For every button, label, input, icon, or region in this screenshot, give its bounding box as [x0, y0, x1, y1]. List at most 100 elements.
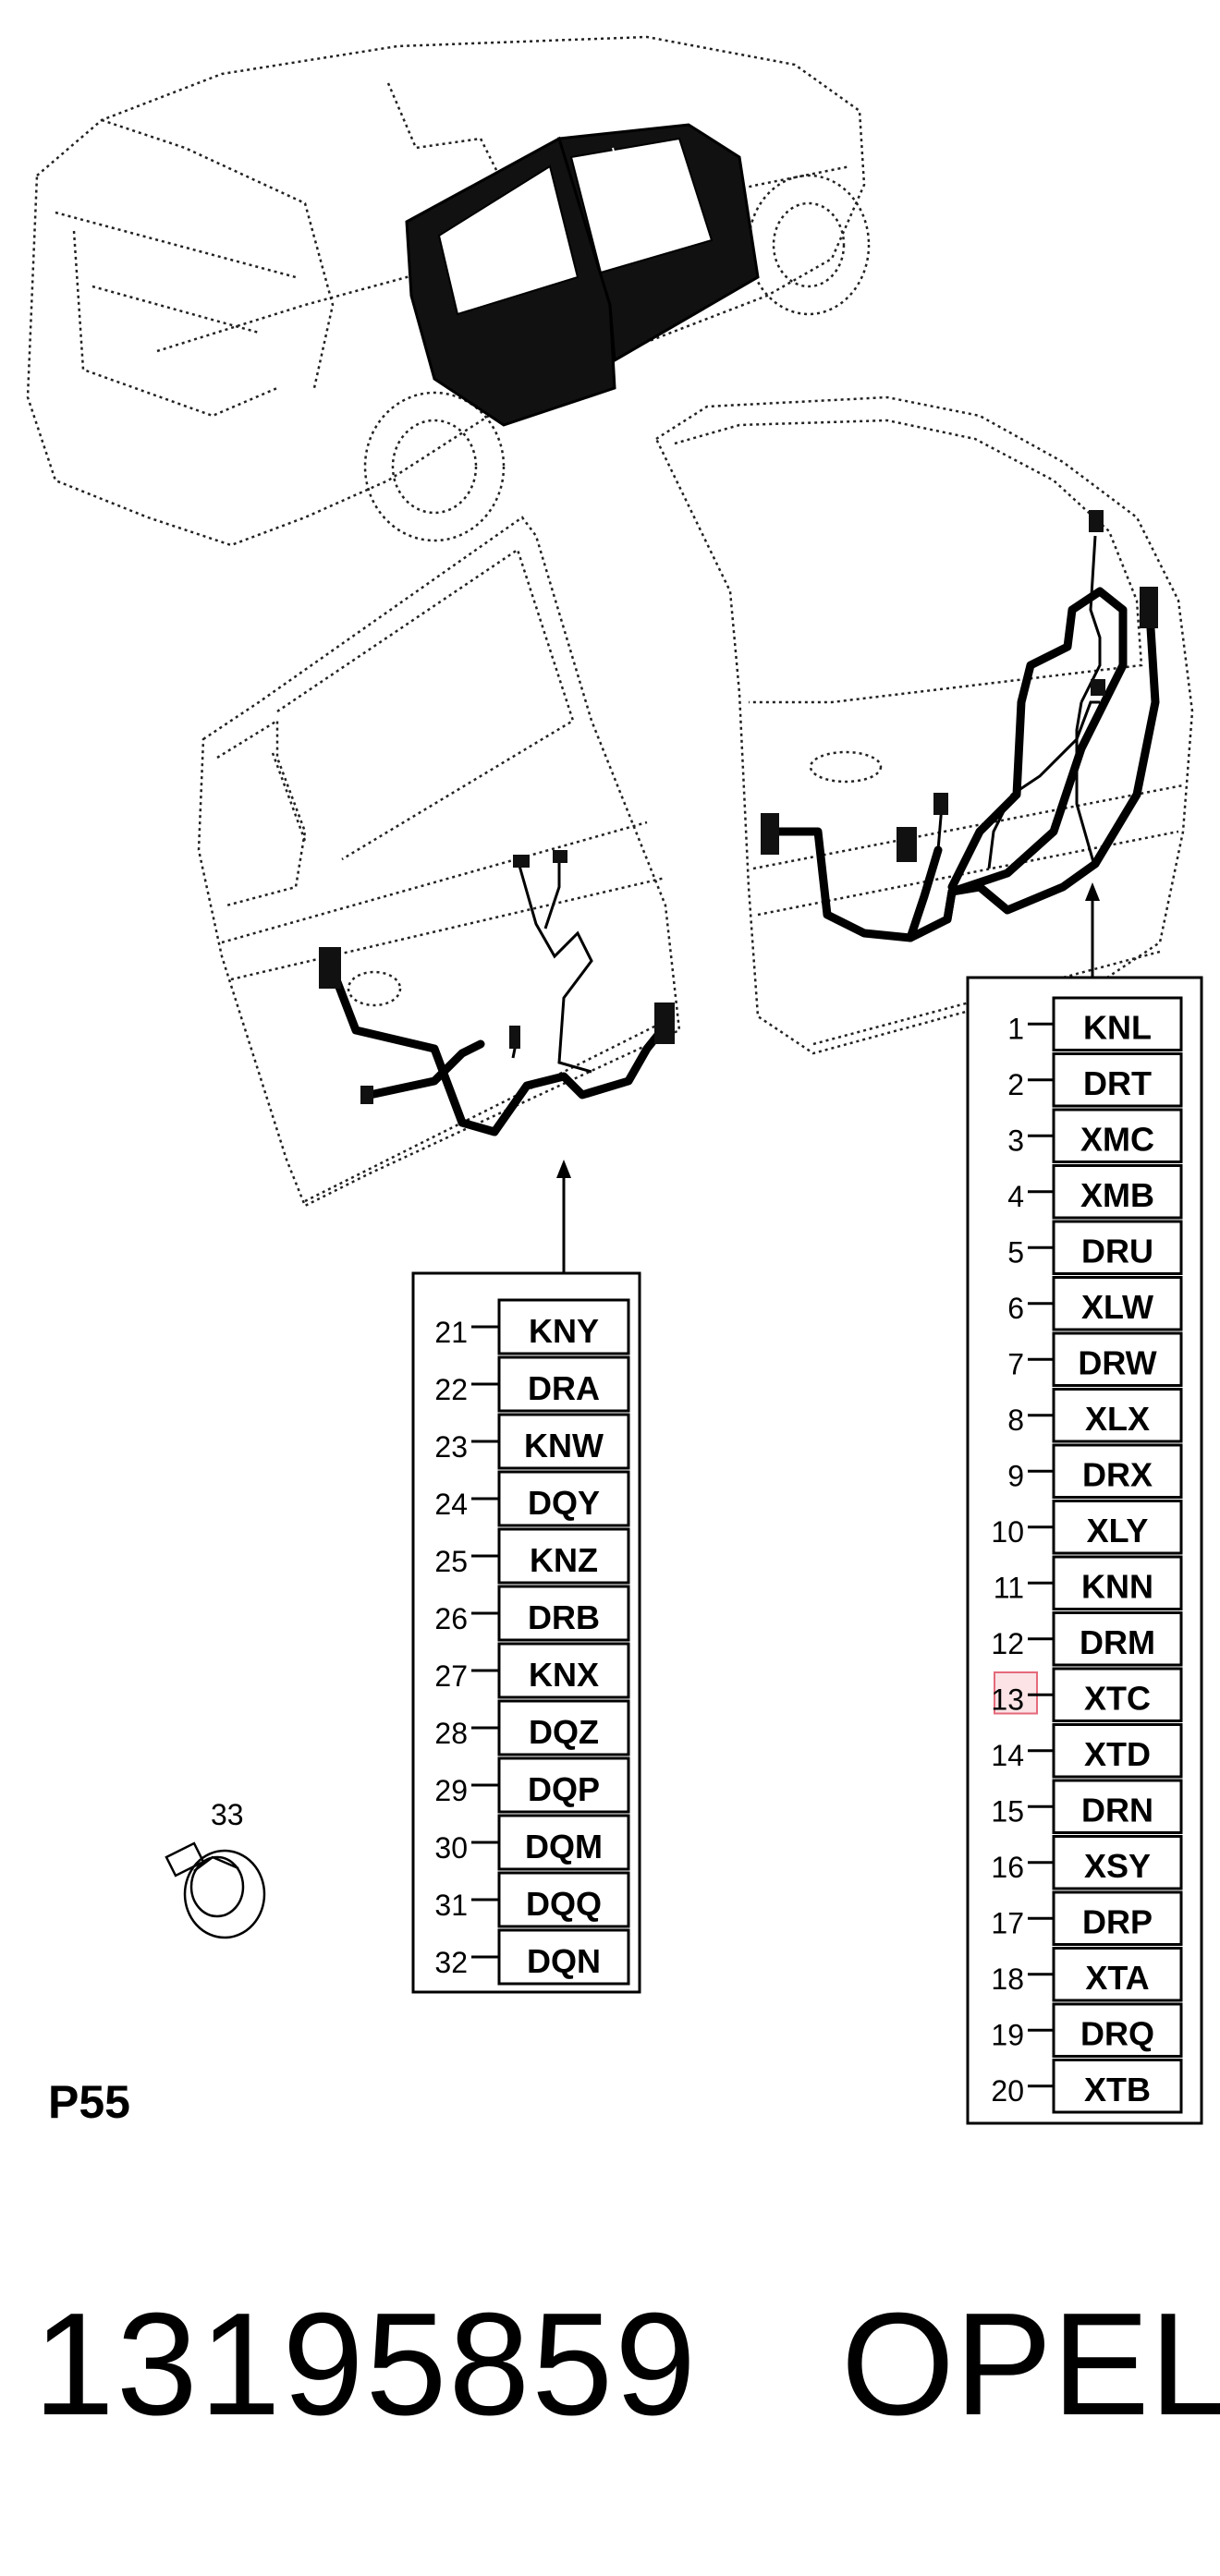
table-row: 6 XLW — [1007, 1276, 1183, 1331]
row-number: 23 — [434, 1430, 468, 1464]
code-label: DRU — [1081, 1233, 1153, 1270]
table-row: 18 XTA — [991, 1947, 1183, 2002]
row-number: 16 — [991, 1851, 1024, 1884]
code-box — [1052, 1947, 1183, 2002]
row-number: 12 — [991, 1627, 1024, 1660]
code-box — [1052, 1331, 1183, 1387]
code-label: XLW — [1081, 1288, 1153, 1326]
code-box — [1052, 1388, 1183, 1443]
code-box — [1052, 1555, 1183, 1610]
table-row: 12 DRM — [991, 1611, 1183, 1667]
row-number: 11 — [994, 1572, 1024, 1605]
row-number: 28 — [434, 1717, 468, 1750]
row-number: 30 — [434, 1831, 468, 1865]
table-row: 30 DQM — [434, 1814, 630, 1871]
code-box — [497, 1413, 630, 1470]
row-number: 32 — [434, 1946, 468, 1979]
code-label: KNZ — [530, 1541, 598, 1579]
table-row: 25 KNZ — [434, 1527, 630, 1585]
code-label: XLX — [1085, 1400, 1150, 1438]
code-label: XTB — [1084, 2071, 1151, 2108]
row-number: 7 — [1007, 1348, 1024, 1381]
item-33-label: 33 — [211, 1798, 244, 1831]
code-label: XTD — [1084, 1735, 1151, 1773]
part-number: 13195859 — [33, 2283, 698, 2446]
row-number: 18 — [991, 1962, 1024, 1996]
row-number: 21 — [434, 1316, 468, 1349]
code-box — [497, 1699, 630, 1756]
code-label: KNX — [529, 1656, 599, 1694]
table-row: 22 DRA — [434, 1355, 630, 1413]
highlight-marker — [994, 1671, 1038, 1715]
row-number: 2 — [1007, 1068, 1024, 1101]
code-box — [1052, 1276, 1183, 1331]
code-box — [1052, 996, 1183, 1051]
code-box — [1052, 1611, 1183, 1667]
code-label: XTA — [1085, 1959, 1149, 1997]
code-label: XTC — [1084, 1680, 1151, 1718]
table-row: 28 DQZ — [434, 1699, 630, 1756]
row-number: 27 — [434, 1659, 468, 1693]
code-label: KNY — [529, 1312, 599, 1350]
table-row: 11 KNN — [994, 1555, 1183, 1610]
code-box — [1052, 1443, 1183, 1499]
row-number: 10 — [991, 1515, 1024, 1549]
code-box — [1052, 1890, 1183, 1946]
code-box — [497, 1814, 630, 1871]
code-label: DQQ — [526, 1885, 602, 1923]
code-box — [497, 1871, 630, 1928]
row-number: 22 — [434, 1373, 468, 1406]
row-number: 6 — [1007, 1292, 1024, 1325]
row-number: 9 — [1007, 1460, 1024, 1493]
code-box — [1052, 1779, 1183, 1834]
code-label: DRP — [1082, 1903, 1153, 1941]
left-door-illustration — [197, 516, 681, 1208]
code-label: DQP — [528, 1770, 600, 1808]
code-box — [1052, 1667, 1183, 1722]
code-label: DQN — [527, 1942, 601, 1980]
code-box — [497, 1470, 630, 1527]
code-label: XMB — [1080, 1176, 1154, 1214]
code-label: DRA — [528, 1369, 600, 1407]
code-label: DQY — [528, 1484, 600, 1522]
car-illustration — [26, 35, 871, 547]
code-box — [1052, 2002, 1183, 2058]
code-label: DRN — [1081, 1792, 1153, 1829]
code-box — [1052, 1164, 1183, 1220]
table-row: 32 DQN — [434, 1928, 630, 1986]
row-number: 4 — [1007, 1180, 1024, 1213]
code-box — [1052, 1835, 1183, 1890]
code-label: KNN — [1081, 1568, 1153, 1606]
right-door-illustration — [654, 395, 1194, 1055]
row-number: 15 — [991, 1795, 1024, 1829]
code-label: DQM — [525, 1828, 603, 1865]
code-box — [1052, 1220, 1183, 1275]
code-box — [1052, 1723, 1183, 1779]
code-label: XSY — [1084, 1847, 1151, 1885]
row-number: 25 — [434, 1545, 468, 1578]
table-row: 16 XSY — [991, 1835, 1183, 1890]
code-label: DQZ — [529, 1713, 599, 1751]
code-label: DRX — [1082, 1456, 1153, 1494]
code-box — [497, 1642, 630, 1699]
code-label: DRM — [1080, 1623, 1155, 1661]
table-row: 27 KNX — [434, 1642, 630, 1699]
